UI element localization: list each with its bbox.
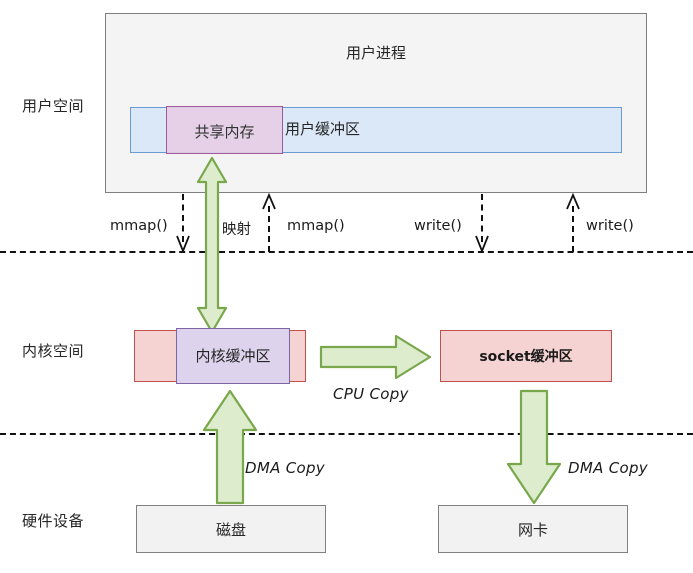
- syscall-label-write-1: write(): [414, 218, 462, 234]
- user-process-title: 用户进程: [345, 45, 406, 62]
- dma-copy-out-arrow: [506, 389, 562, 505]
- kernel-buffer-label: 内核缓冲区: [195, 348, 271, 365]
- mapping-double-arrow: [196, 156, 228, 334]
- syscall-line-write-up: [572, 206, 574, 252]
- arrowhead-down-mmap: [176, 235, 190, 254]
- arrowhead-down-write: [475, 235, 489, 254]
- nic-label: 网卡: [517, 522, 548, 539]
- separator-kernel-hardware: [0, 433, 693, 435]
- kernel-buffer-inner: 内核缓冲区: [176, 328, 290, 384]
- user-buffer-label: 用户缓冲区: [285, 121, 361, 138]
- cpu-copy-arrow: [319, 334, 432, 380]
- dma-copy-in-arrow: [202, 389, 258, 505]
- syscall-line-mapping-up: [268, 206, 270, 252]
- cpu-copy-label: CPU Copy: [333, 385, 409, 403]
- zone-label-hardware: 硬件设备: [22, 513, 85, 530]
- arrowhead-up-write: [566, 192, 580, 210]
- zone-label-user-space: 用户空间: [22, 98, 85, 115]
- syscall-label-mmap-2: mmap(): [287, 218, 345, 234]
- socket-buffer-box: socket缓冲区: [440, 330, 612, 382]
- dma-copy-out-label: DMA Copy: [568, 459, 648, 477]
- hardware-box-nic: 网卡: [438, 505, 628, 553]
- disk-label: 磁盘: [215, 522, 246, 539]
- syscall-line-write-down: [481, 194, 483, 242]
- syscall-label-write-2: write(): [586, 218, 634, 234]
- hardware-box-disk: 磁盘: [136, 505, 326, 553]
- syscall-line-mmap-down: [182, 194, 184, 242]
- zone-label-kernel-space: 内核空间: [22, 343, 85, 360]
- user-process-box: 用户进程: [105, 13, 647, 193]
- shared-memory-label: 共享内存: [194, 124, 255, 141]
- dma-copy-in-label: DMA Copy: [245, 459, 325, 477]
- separator-user-kernel: [0, 251, 693, 253]
- shared-memory-region: 共享内存: [166, 106, 283, 154]
- socket-buffer-label: socket缓冲区: [479, 349, 573, 365]
- arrowhead-up-mapping: [262, 192, 276, 210]
- syscall-label-mapping: 映射: [222, 222, 251, 238]
- syscall-label-mmap-1: mmap(): [110, 218, 168, 234]
